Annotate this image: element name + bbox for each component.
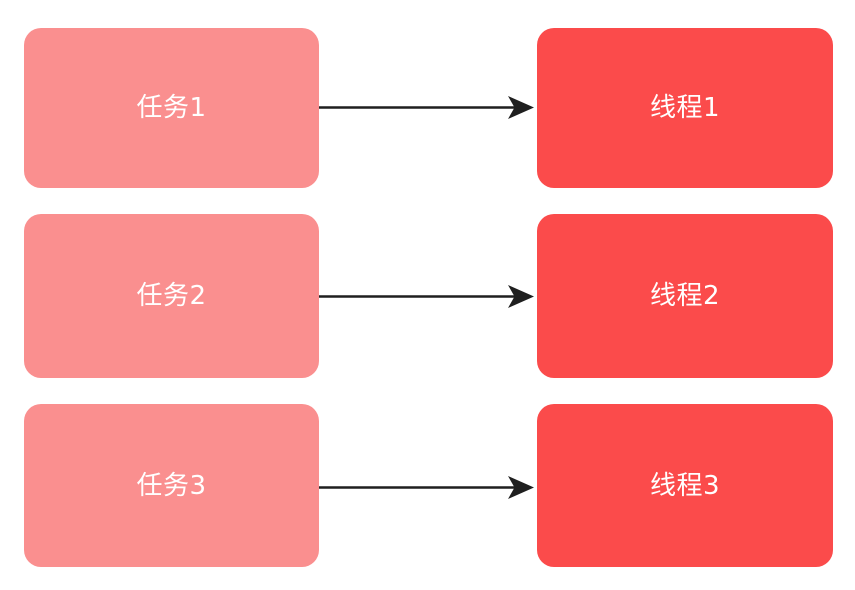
thread-node-3-label: 线程3 <box>649 470 721 501</box>
arrow-right-icon-3 <box>508 476 534 499</box>
thread-node-2-label: 线程2 <box>649 281 721 311</box>
arrow-right-icon-1 <box>508 96 534 119</box>
thread-node-3[interactable]: 线程3 <box>537 404 833 567</box>
task-node-1[interactable]: 任务1 <box>24 28 319 188</box>
task-node-2[interactable]: 任务2 <box>24 214 319 378</box>
arrow-right-icon-2 <box>508 285 534 308</box>
edge-task3-to-thread3 <box>319 476 534 499</box>
task-node-3[interactable]: 任务3 <box>24 404 319 567</box>
thread-node-1-label: 线程1 <box>649 93 721 123</box>
thread-node-2[interactable]: 线程2 <box>537 214 833 378</box>
edge-task1-to-thread1 <box>319 96 534 119</box>
thread-node-1[interactable]: 线程1 <box>537 28 833 188</box>
task-node-1-label: 任务1 <box>136 93 207 123</box>
edge-task2-to-thread2 <box>319 285 534 308</box>
task-node-2-label: 任务2 <box>136 281 207 311</box>
task-node-3-label: 任务3 <box>136 470 207 501</box>
